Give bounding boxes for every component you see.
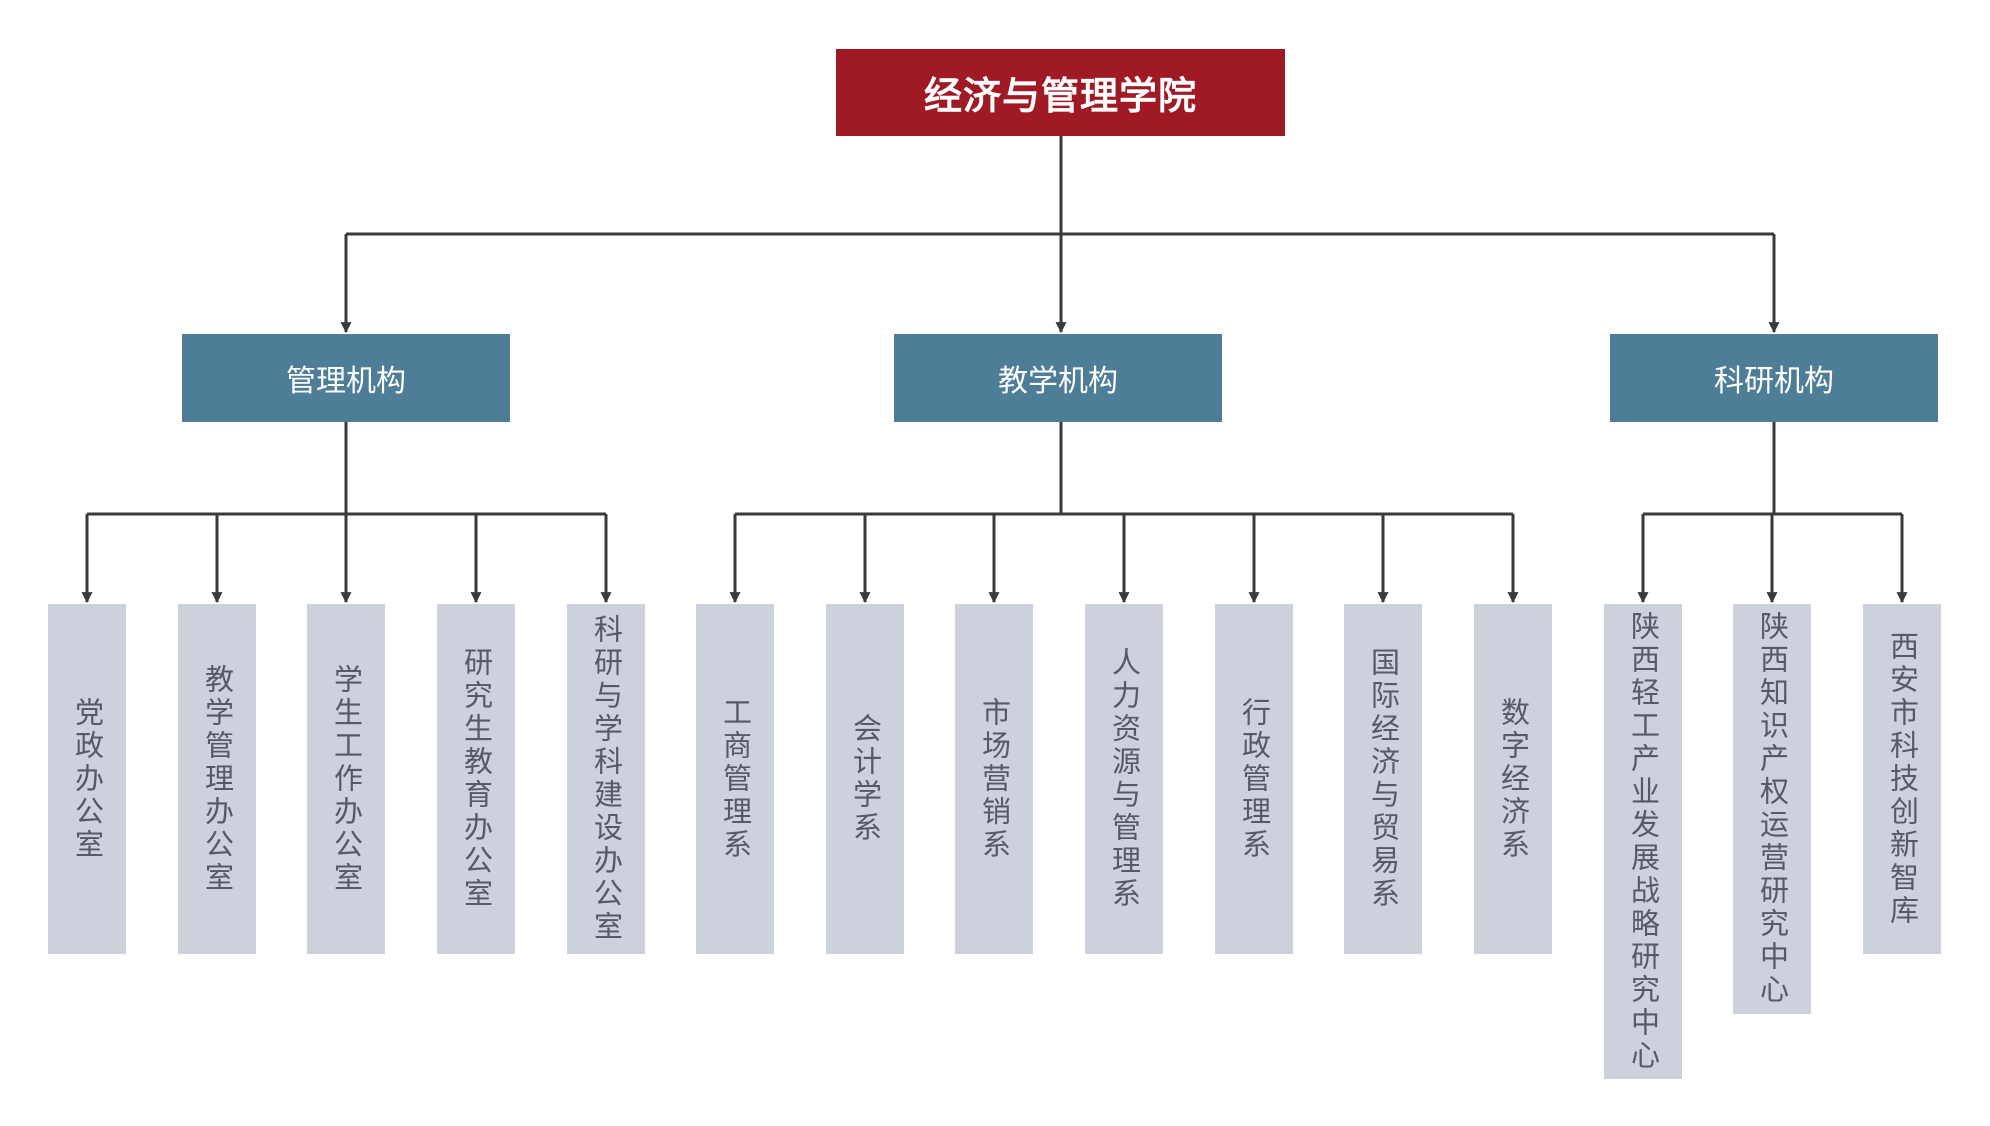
category-label: 科研机构 xyxy=(1714,364,1834,399)
leaf-label: 行政管理系 xyxy=(1237,696,1272,862)
leaf-node: 党政办公室 xyxy=(48,604,126,954)
leaf-label: 数字经济系 xyxy=(1496,696,1531,862)
leaf-label: 市场营销系 xyxy=(977,696,1012,862)
leaf-label: 陕西知识产权运营研究中心 xyxy=(1755,611,1790,1007)
leaf-node: 西安市科技创新智库 xyxy=(1863,604,1941,954)
leaf-node: 国际经济与贸易系 xyxy=(1344,604,1422,954)
leaf-node: 学生工作办公室 xyxy=(307,604,385,954)
leaf-label: 科研与学科建设办公室 xyxy=(589,614,624,944)
leaf-label: 教学管理办公室 xyxy=(200,663,235,895)
leaf-label: 西安市科技创新智库 xyxy=(1885,630,1920,928)
leaf-node: 研究生教育办公室 xyxy=(437,604,515,954)
category-teaching: 教学机构 xyxy=(894,334,1222,422)
leaf-node: 数字经济系 xyxy=(1474,604,1552,954)
leaf-node: 教学管理办公室 xyxy=(178,604,256,954)
leaf-label: 研究生教育办公室 xyxy=(459,647,494,911)
leaf-node: 人力资源与管理系 xyxy=(1085,604,1163,954)
leaf-label: 党政办公室 xyxy=(70,696,105,862)
leaf-node: 会计学系 xyxy=(826,604,904,954)
category-management: 管理机构 xyxy=(182,334,510,422)
leaf-node: 科研与学科建设办公室 xyxy=(567,604,645,954)
leaf-label: 国际经济与贸易系 xyxy=(1366,647,1401,911)
root-label: 经济与管理学院 xyxy=(923,74,1197,118)
leaf-node: 工商管理系 xyxy=(696,604,774,954)
leaf-label: 学生工作办公室 xyxy=(329,663,364,895)
leaf-node: 陕西轻工产业发展战略研究中心 xyxy=(1604,604,1682,1079)
leaf-label: 陕西轻工产业发展战略研究中心 xyxy=(1626,610,1661,1073)
root-node: 经济与管理学院 xyxy=(836,49,1285,136)
category-research: 科研机构 xyxy=(1610,334,1938,422)
leaf-label: 会计学系 xyxy=(848,713,883,845)
category-label: 教学机构 xyxy=(998,364,1118,399)
leaf-label: 人力资源与管理系 xyxy=(1107,647,1142,911)
leaf-node: 陕西知识产权运营研究中心 xyxy=(1733,604,1811,1014)
leaf-label: 工商管理系 xyxy=(718,696,753,862)
leaf-node: 行政管理系 xyxy=(1215,604,1293,954)
category-label: 管理机构 xyxy=(286,364,406,399)
leaf-node: 市场营销系 xyxy=(955,604,1033,954)
